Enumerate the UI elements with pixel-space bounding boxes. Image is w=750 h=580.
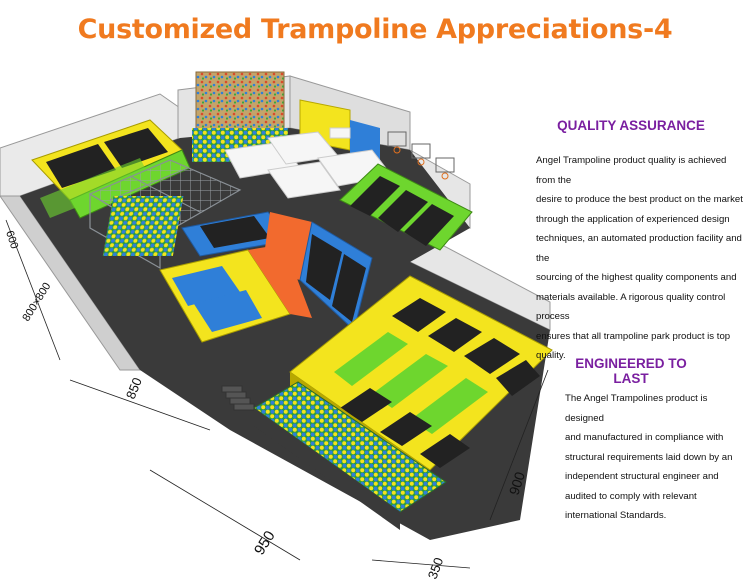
engineered-to-last-text: The Angel Trampolines product is designe…	[565, 389, 745, 526]
main-trampoline-court-right	[289, 275, 553, 486]
text-line: The Angel Trampolines product is designe…	[565, 393, 708, 424]
quality-assurance-text: Angel Trampoline product quality is achi…	[536, 151, 748, 366]
dimension-lines	[5, 219, 549, 569]
dimension-label-600: 600	[3, 229, 20, 250]
court-trampolines	[224, 127, 393, 199]
dimension-label-900: 900	[506, 470, 529, 497]
engineered-to-last-heading: ENGINEERED TO LAST	[575, 356, 687, 386]
dimension-label-950: 950	[251, 528, 279, 558]
basketball-hoops	[387, 131, 455, 180]
slam-dunk-lanes	[339, 163, 473, 251]
dimension-label-350: 350	[425, 556, 447, 580]
dimension-label-800x800: 800×800	[20, 281, 53, 324]
text-line: sourcing of the highest quality componen…	[536, 272, 737, 283]
text-line: structural requirements laid down by an	[565, 451, 733, 463]
quality-assurance-heading: QUALITY ASSURANCE	[557, 118, 705, 133]
text-line: ensures that all trampoline park product…	[536, 330, 731, 362]
page-title: Customized Trampoline Appreciations-4	[77, 14, 673, 45]
climbing-wall	[195, 71, 285, 133]
text-line: international Standards.	[565, 510, 667, 521]
center-trampoline-zone	[159, 211, 373, 343]
stairs	[221, 385, 255, 411]
text-line: Angel Trampoline product quality is achi…	[536, 155, 727, 186]
text-line: and manufactured in compliance with	[565, 432, 724, 443]
text-line: desire to produce the best product on th…	[536, 194, 743, 205]
text-line: audited to comply with relevant	[565, 490, 697, 502]
text-line: independent structural engineer and	[565, 471, 719, 482]
dimension-label-850: 850	[123, 375, 145, 401]
text-line: techniques, an automated production faci…	[536, 233, 742, 264]
text-line: materials available. A rigorous quality …	[536, 291, 726, 323]
foam-pit-left	[102, 196, 184, 256]
text-line: through the application of experienced d…	[536, 213, 730, 225]
